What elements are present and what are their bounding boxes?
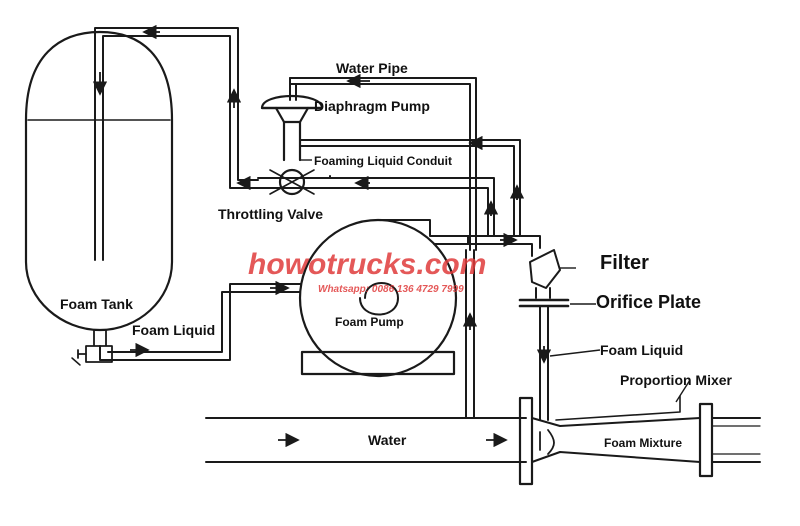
foaming-liquid-conduit-pipe xyxy=(299,139,521,237)
label-foam-liquid-right: Foam Liquid xyxy=(600,342,684,358)
drain-valve xyxy=(77,349,87,359)
mixer-body xyxy=(531,417,701,463)
label-throttling-valve: Throttling Valve xyxy=(218,206,324,222)
mixer-flange-right xyxy=(698,402,714,478)
label-diaphragm-pump: Diaphragm Pump xyxy=(314,98,430,114)
watermark-contact: Whatsapp: 0086 136 4729 7999 xyxy=(318,284,464,295)
label-water: Water xyxy=(368,432,407,448)
label-foaming-liquid-conduit: Foaming Liquid Conduit xyxy=(314,154,452,168)
foam-liquid-line xyxy=(99,283,301,361)
label-foam-liquid-left: Foam Liquid xyxy=(132,322,216,338)
filter-body xyxy=(529,249,561,289)
label-foam-pump: Foam Pump xyxy=(335,315,404,329)
label-foam-mixture: Foam Mixture xyxy=(604,436,683,450)
foam-pump-base xyxy=(300,350,456,376)
tank-drain xyxy=(85,329,113,363)
label-water-pipe: Water Pipe xyxy=(336,60,408,76)
watermark-brand: howotrucks.com xyxy=(248,248,487,281)
throttle-conduit xyxy=(329,177,495,237)
foam-liquid-descent xyxy=(539,305,549,421)
return-pipe xyxy=(94,27,259,261)
foam-tank-vessel xyxy=(24,30,174,332)
pump-discharge xyxy=(467,235,541,257)
mixer-flange-left xyxy=(518,396,534,486)
label-proportion-mixer: Proportion Mixer xyxy=(620,372,733,388)
throttling-valve-body xyxy=(278,168,306,196)
orifice-plate xyxy=(518,298,570,308)
outlet-pipe xyxy=(711,417,761,463)
label-foam-tank: Foam Tank xyxy=(60,296,133,312)
main-water-pipe xyxy=(205,417,527,463)
label-filter: Filter xyxy=(600,252,649,274)
label-orifice-plate: Orifice Plate xyxy=(596,292,702,312)
bypass-pipe xyxy=(465,249,475,419)
diaphragm-pump-body xyxy=(260,94,324,110)
